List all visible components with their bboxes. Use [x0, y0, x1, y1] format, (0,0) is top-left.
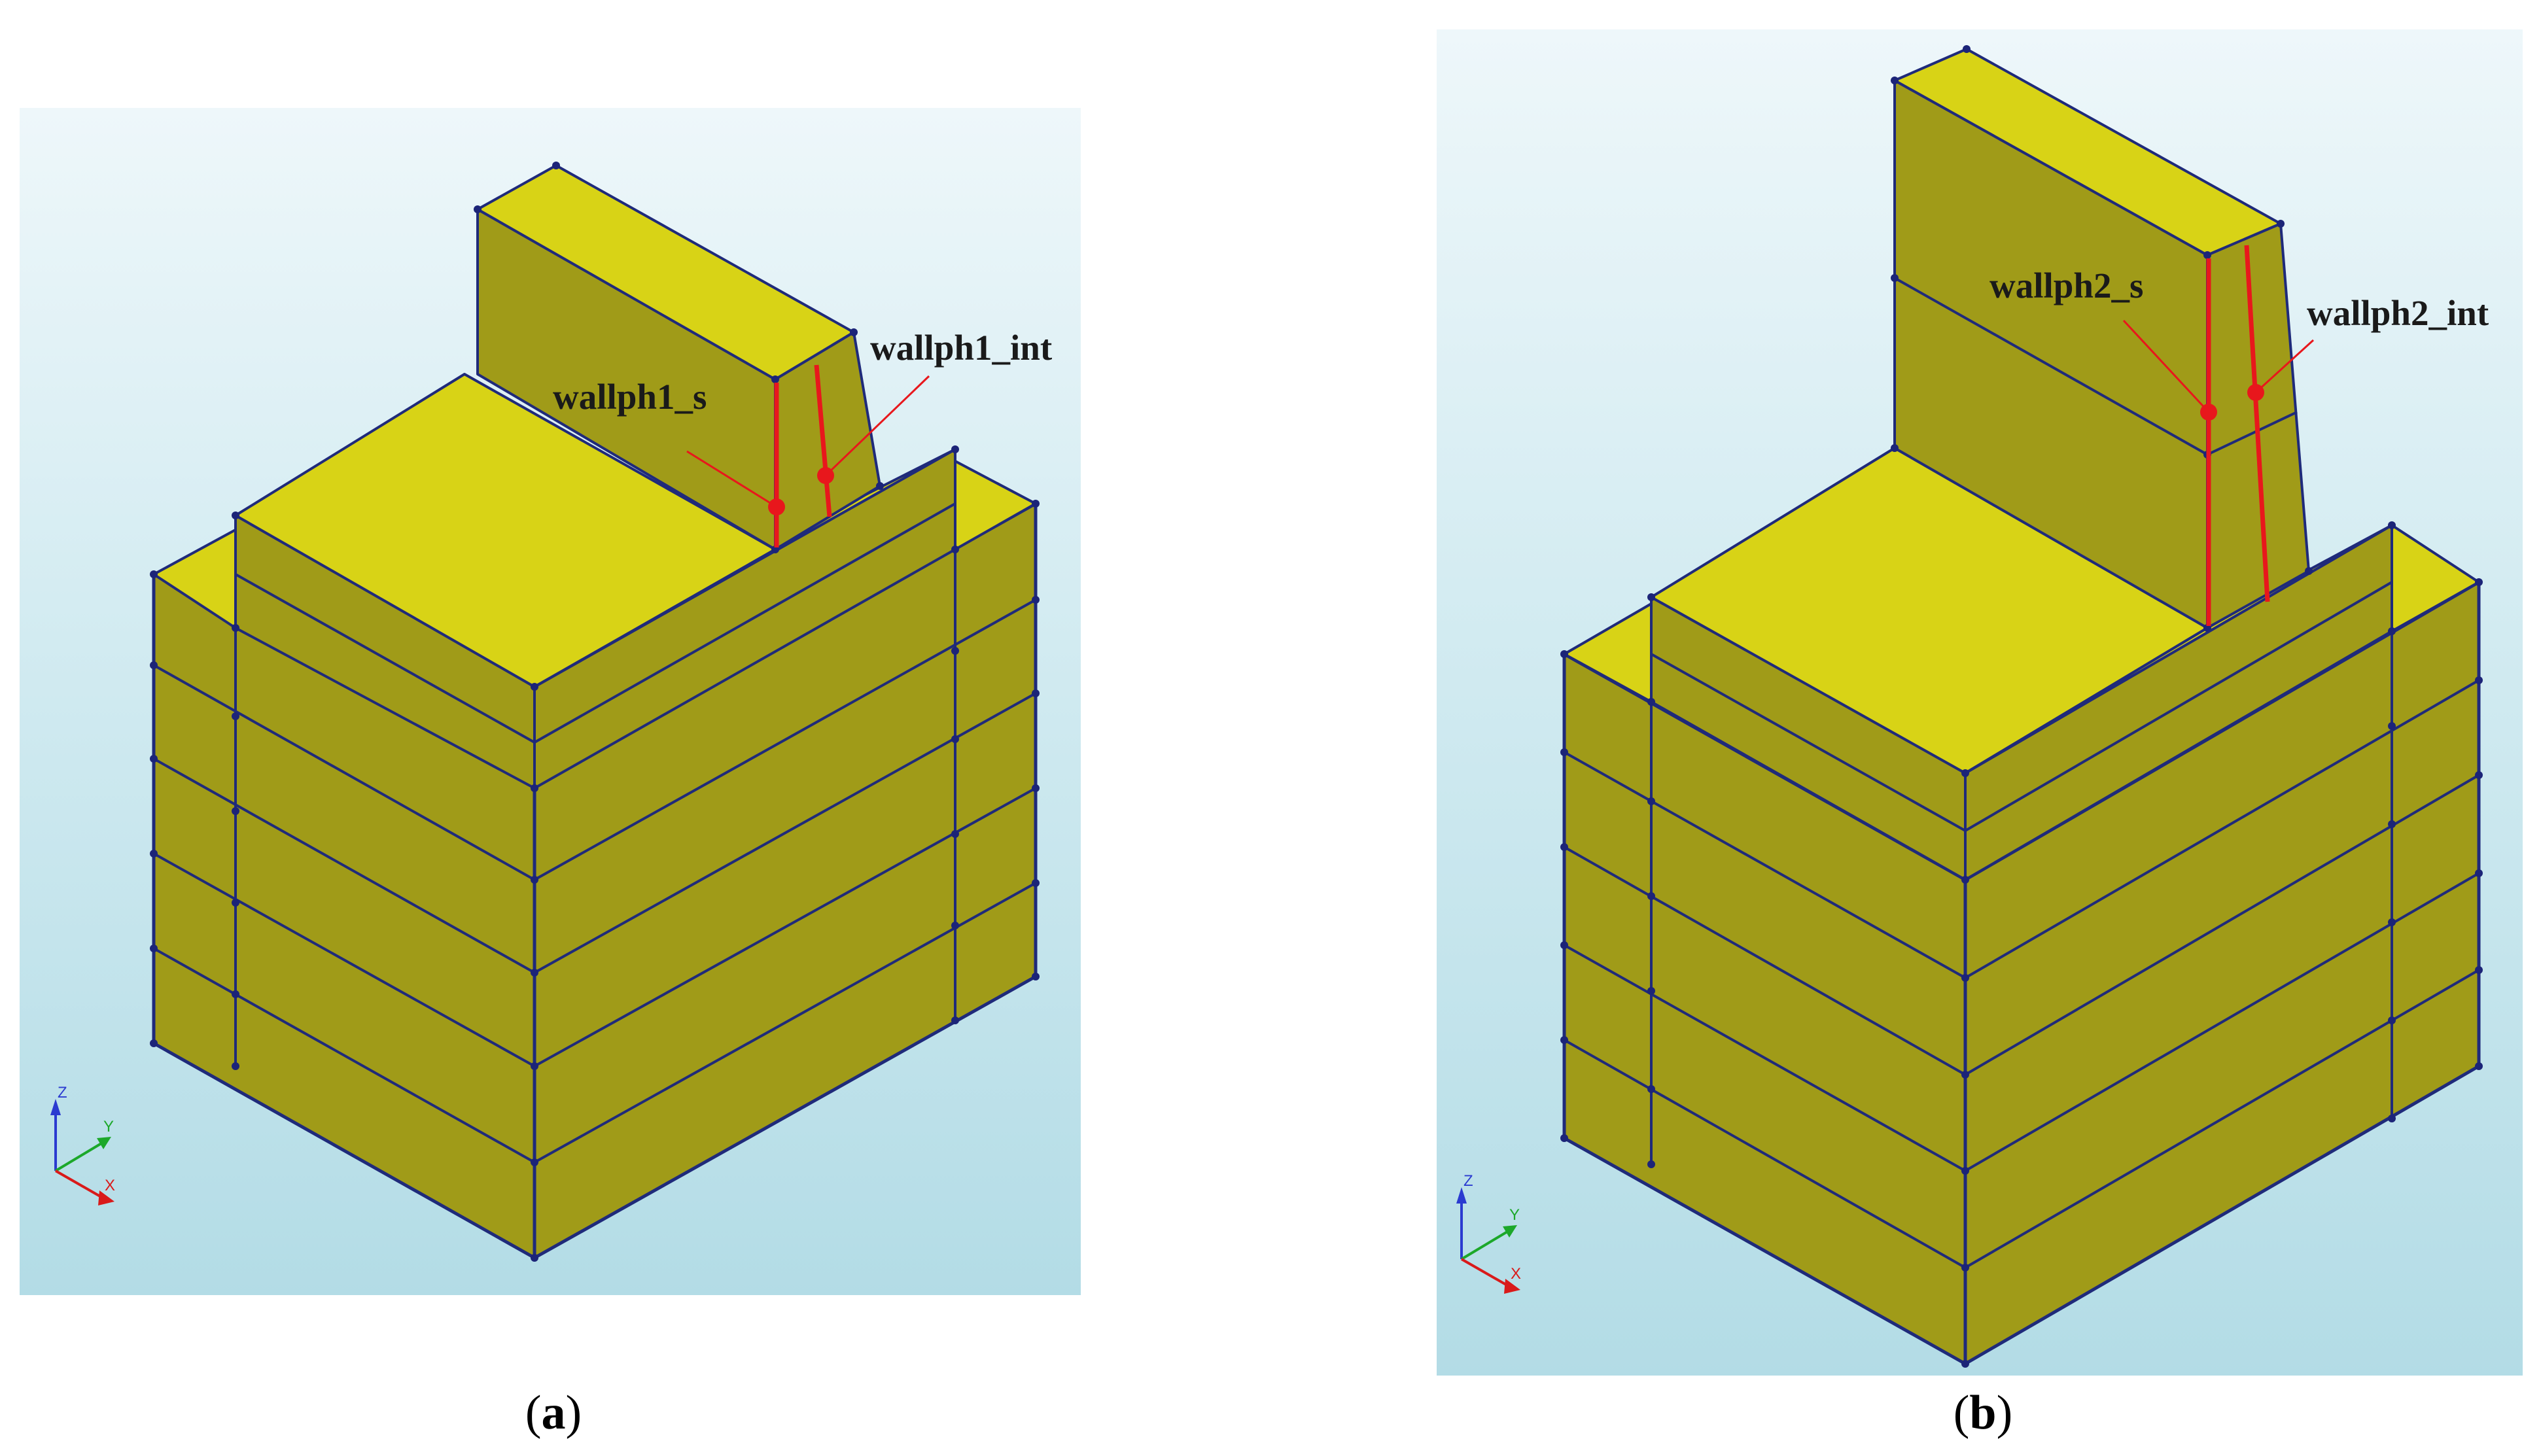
- axis-y-label: Y: [1509, 1206, 1520, 1224]
- viewport-panel-b: wallph2_s wallph2_int Z Y X: [1437, 29, 2523, 1376]
- soil-block-b: [1560, 45, 2483, 1368]
- monitor-point-s-a: [768, 498, 785, 515]
- label-wallph2-s: wallph2_s: [1989, 266, 2143, 305]
- axis-triad-b: Z Y X: [1456, 1172, 1521, 1294]
- monitor-point-int-b: [2247, 384, 2264, 401]
- axis-z-label: Z: [1463, 1172, 1473, 1190]
- viewport-panel-a: wallph1_s wallph1_int Z Y X: [20, 108, 1081, 1295]
- wall-monitor-markers-b: wallph2_s wallph2_int: [1989, 245, 2489, 626]
- label-wallph1-int: wallph1_int: [870, 328, 1053, 368]
- axis-triad-a: Z Y X: [50, 1084, 115, 1205]
- axis-z-label: Z: [58, 1084, 67, 1101]
- model-view-b: wallph2_s wallph2_int Z Y X: [1456, 45, 2489, 1368]
- monitor-point-int-a: [817, 467, 834, 484]
- axis-x-label: X: [1511, 1265, 1521, 1283]
- wall-monitor-markers-a: wallph1_s wallph1_int: [553, 328, 1053, 547]
- label-wallph2-int: wallph2_int: [2307, 293, 2489, 333]
- monitor-point-s-b: [2200, 404, 2217, 421]
- soil-block-a: [150, 162, 1040, 1262]
- caption-b: (b): [1953, 1386, 2013, 1440]
- axis-x-label: X: [105, 1177, 115, 1194]
- model-view-a: wallph1_s wallph1_int Z Y X: [50, 162, 1053, 1262]
- label-wallph1-s: wallph1_s: [553, 377, 707, 417]
- mesh-nodes-a: [150, 162, 1040, 1262]
- axis-y-label: Y: [103, 1118, 114, 1135]
- caption-a: (a): [525, 1386, 582, 1440]
